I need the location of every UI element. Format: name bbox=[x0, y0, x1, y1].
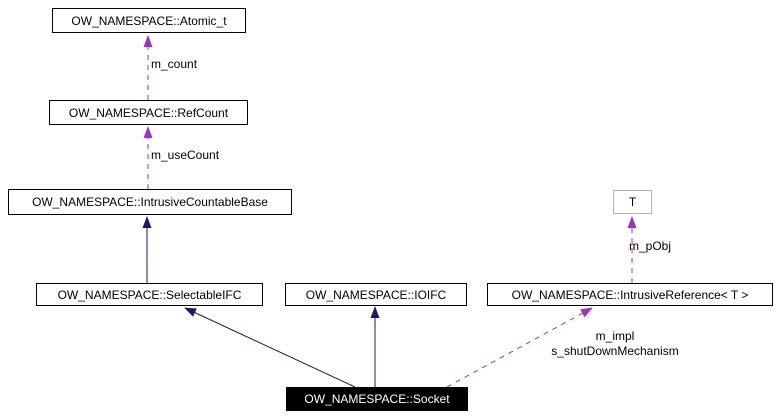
edge-label-m-impl-shutdown: m_impl s_shutDownMechanism bbox=[520, 329, 710, 359]
node-intrusive-reference[interactable]: OW_NAMESPACE::IntrusiveReference< T > bbox=[487, 283, 773, 306]
node-intrusive-countable-base[interactable]: OW_NAMESPACE::IntrusiveCountableBase bbox=[8, 189, 292, 215]
node-ioifc[interactable]: OW_NAMESPACE::IOIFC bbox=[285, 283, 467, 306]
edge-label-m-pobj: m_pObj bbox=[629, 239, 672, 253]
node-template-param-t: T bbox=[613, 190, 652, 214]
node-selectable-ifc[interactable]: OW_NAMESPACE::SelectableIFC bbox=[36, 283, 263, 306]
edge-socket-to-selectableifc bbox=[184, 307, 356, 388]
edge-label-m-impl: m_impl bbox=[595, 329, 635, 343]
node-refcount[interactable]: OW_NAMESPACE::RefCount bbox=[49, 100, 248, 125]
node-atomic-t[interactable]: OW_NAMESPACE::Atomic_t bbox=[52, 8, 246, 33]
node-socket-current: OW_NAMESPACE::Socket bbox=[286, 387, 468, 411]
edge-label-m-usecount: m_useCount bbox=[151, 148, 220, 162]
edge-label-m-count: m_count bbox=[151, 57, 198, 71]
edge-label-s-shutdownmechanism: s_shutDownMechanism bbox=[551, 344, 679, 358]
